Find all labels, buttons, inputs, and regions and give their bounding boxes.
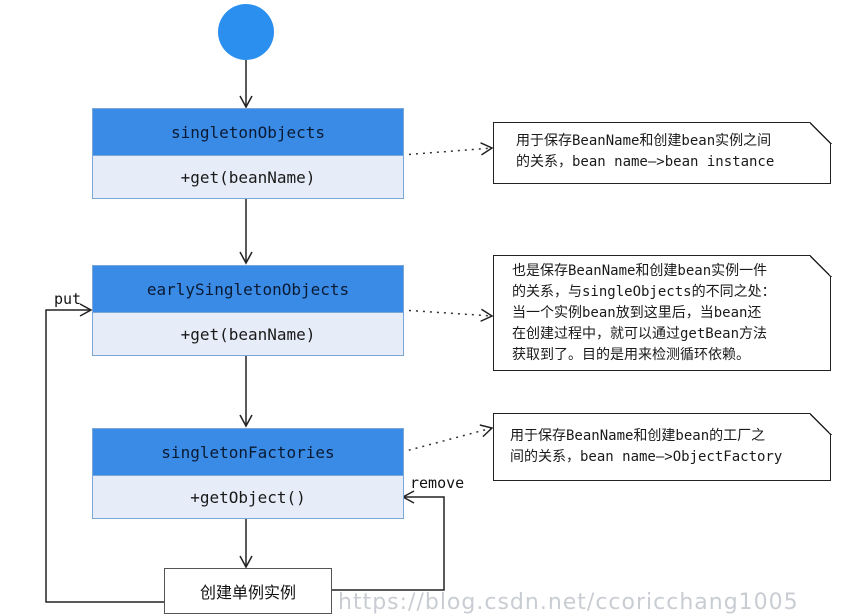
node-singleton-factories: singletonFactories +getObject() xyxy=(92,428,404,519)
note-singleton-factories: 用于保存BeanName和创建bean的工厂之 间的关系，bean name—>… xyxy=(493,412,832,481)
note-singleton-objects: 用于保存BeanName和创建bean实例之间 的关系，bean name—>b… xyxy=(493,121,832,184)
node-title: singletonFactories xyxy=(93,429,403,476)
edge-label-put: put xyxy=(54,290,82,308)
note-fold-icon xyxy=(809,412,832,435)
note-line: 获取到了。目的是用来检测循环依赖。 xyxy=(512,347,750,363)
edge-label-remove: remove xyxy=(410,474,465,492)
note-line: 的关系，bean name—>bean instance xyxy=(516,154,775,170)
note-line: 在创建过程中，就可以通过getBean方法 xyxy=(512,326,768,342)
note-line: 用于保存BeanName和创建bean的工厂之 xyxy=(510,428,766,444)
note-line: 当一个实例bean放到这里后，当bean还 xyxy=(512,305,762,321)
node-create-instance: 创建单例实例 xyxy=(164,568,332,614)
node-early-singleton-objects: earlySingletonObjects +get(beanName) xyxy=(92,265,404,356)
note-line: 也是保存BeanName和创建bean实例一件 xyxy=(512,263,768,279)
note-line: 的关系，与singleObjects的不同之处： xyxy=(512,284,776,300)
start-node xyxy=(218,4,274,60)
note-line: 间的关系，bean name—>ObjectFactory xyxy=(510,449,783,465)
node-method: +get(beanName) xyxy=(180,324,316,344)
note-early-singleton-objects: 也是保存BeanName和创建bean实例一件 的关系，与singleObjec… xyxy=(493,254,832,371)
note-link-2 xyxy=(401,308,494,322)
node-title: earlySingletonObjects xyxy=(93,266,403,313)
node-method: +getObject() xyxy=(190,487,306,507)
note-link-1 xyxy=(401,142,494,156)
arrow-put xyxy=(45,303,164,603)
arrow-remove xyxy=(330,490,445,591)
node-method: +get(beanName) xyxy=(180,167,316,187)
watermark: https://blog.csdn.net/ccoricchang1005 xyxy=(338,590,799,615)
node-title: singletonObjects xyxy=(93,109,403,156)
note-link-3 xyxy=(401,424,494,453)
note-line: 用于保存BeanName和创建bean实例之间 xyxy=(516,133,772,149)
note-fold-icon xyxy=(809,121,832,144)
node-singleton-objects: singletonObjects +get(beanName) xyxy=(92,108,404,199)
note-fold-icon xyxy=(809,254,832,277)
